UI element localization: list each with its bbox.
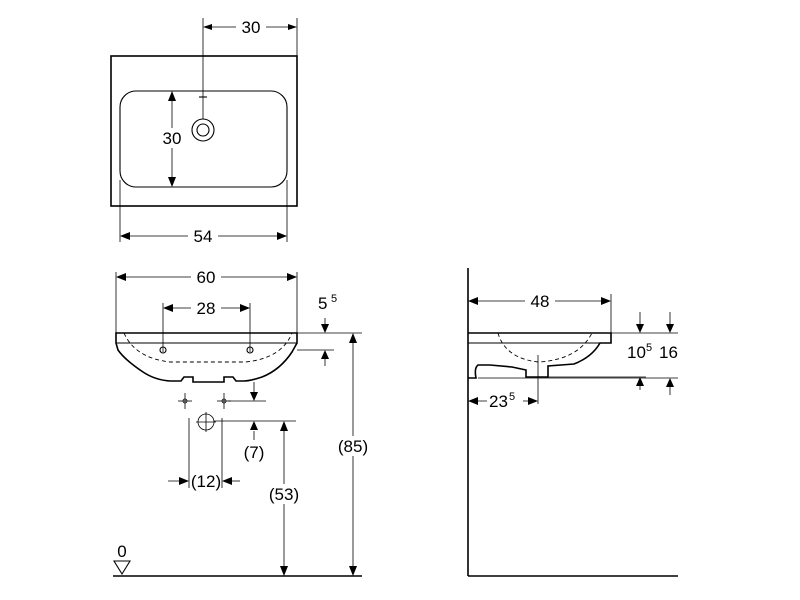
dim-arrow <box>528 397 538 405</box>
tap-hole-right-mark <box>246 346 254 354</box>
hidden-bowl-side <box>497 332 593 363</box>
dim-bowl-depth-sup: 5 <box>646 342 652 354</box>
dim-arrow <box>168 91 176 101</box>
tap-hole-left-mark <box>159 346 167 354</box>
dim-rim-thickness-label: 5 <box>318 294 327 313</box>
top-view-outline <box>110 55 298 207</box>
dim-arrow <box>666 378 674 387</box>
dim-waste-rise-label: (7) <box>244 443 265 462</box>
basin-side-outline <box>468 332 612 379</box>
dim-depth-label: 48 <box>531 292 550 311</box>
dim-drain-offset-label: 30 <box>242 18 261 37</box>
dim-arrow <box>250 421 258 430</box>
dim-arrow <box>222 477 232 485</box>
dim-bowl-depth-label: 10 <box>627 343 646 362</box>
dim-arrow <box>163 304 173 312</box>
dim-overall-width-label: 60 <box>197 268 216 287</box>
dim-arrow <box>116 273 126 281</box>
dim-arrow <box>288 24 297 30</box>
dim-arrow <box>203 24 212 30</box>
dim-waste-height-label: (53) <box>269 485 299 504</box>
dim-overall-depth-label: 16 <box>659 343 678 362</box>
dim-arrow <box>601 297 611 305</box>
dim-rim-thickness-sup: 5 <box>331 293 337 305</box>
dim-arrow <box>168 177 176 187</box>
dim-basin-depth-label: 30 <box>163 129 182 148</box>
dim-arrow <box>636 324 644 333</box>
dim-arrow <box>468 397 478 405</box>
top-view: 30 30 54 <box>110 17 298 246</box>
dim-drain-dist-sup: 5 <box>509 391 515 403</box>
dim-arrow <box>666 324 674 333</box>
hidden-bowl <box>123 332 293 363</box>
dim-arrow <box>636 377 644 386</box>
side-view: 48 10 5 16 23 5 <box>467 268 678 577</box>
dim-arrow <box>321 324 329 333</box>
dim-tap-spacing-label: 28 <box>197 299 216 318</box>
drain-outer-circle <box>191 118 215 142</box>
dim-arrow <box>277 232 287 240</box>
dim-arrow <box>120 232 130 240</box>
dim-drain-dist-label: 23 <box>489 392 508 411</box>
dim-arrow <box>280 421 288 431</box>
dim-arrow <box>287 273 297 281</box>
waste-left-symbol <box>178 393 192 409</box>
dim-arrow <box>250 392 258 401</box>
basin-front-outline <box>115 332 298 383</box>
drain-inner-circle <box>196 123 210 137</box>
dim-arrow <box>349 333 357 343</box>
dim-basin-width-label: 54 <box>194 227 213 246</box>
dim-rim-height-label: (85) <box>338 437 368 456</box>
dim-arrow <box>280 566 288 576</box>
dim-arrow <box>240 304 250 312</box>
dim-arrow <box>179 477 189 485</box>
floor-level-marker <box>113 560 131 576</box>
waste-center-symbol <box>196 412 216 432</box>
floor-level-label: 0 <box>117 542 126 561</box>
front-view: 60 28 5 5 <box>113 267 372 577</box>
waste-right-symbol <box>217 393 231 409</box>
basin-bowl-outline <box>119 90 288 188</box>
dim-arrow <box>468 297 478 305</box>
dim-arrow <box>349 566 357 576</box>
dim-arrow <box>321 350 329 359</box>
dim-waste-offset-label: (12) <box>191 472 221 491</box>
